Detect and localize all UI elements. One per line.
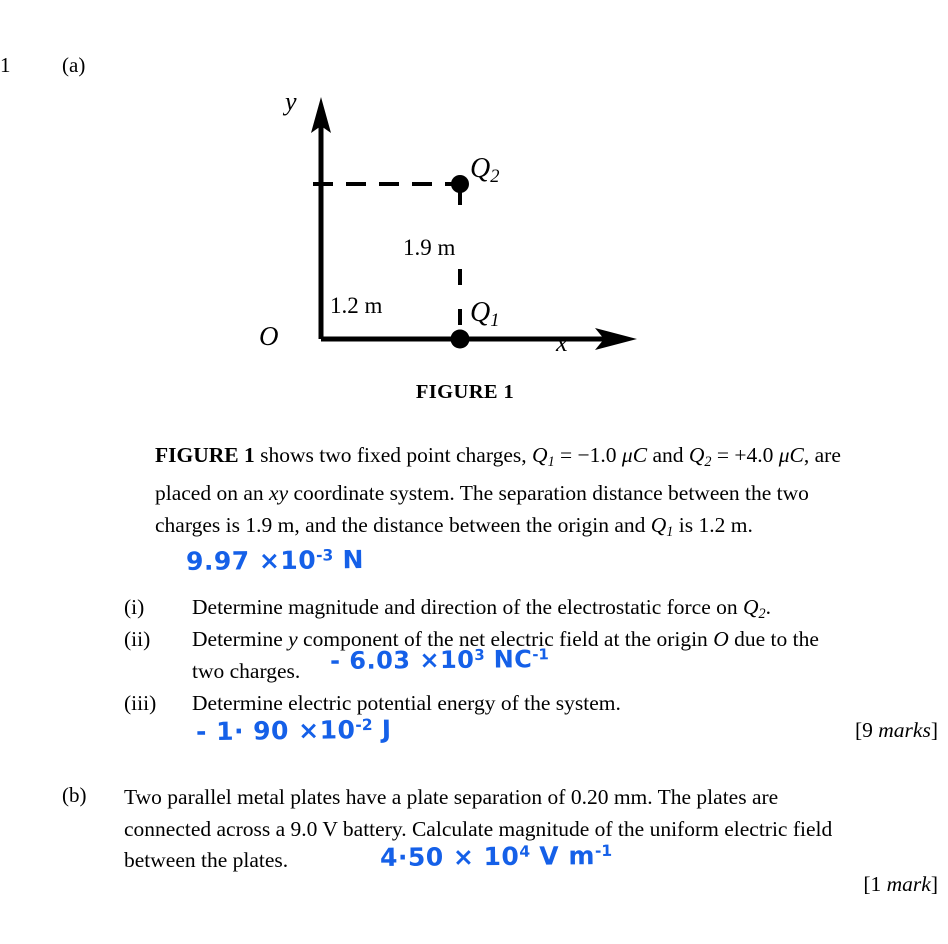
intro-text-2: are placed on an bbox=[155, 443, 841, 506]
charge-q1-symbol: Q bbox=[470, 297, 491, 328]
charge-q2-subscript: 2 bbox=[490, 166, 500, 187]
sub-item-i-subscript: 2 bbox=[758, 605, 766, 622]
handwritten-answer-iii: - 1· 90 ×10-2 J bbox=[196, 715, 392, 746]
part-b-paragraph: Two parallel metal plates have a plate s… bbox=[124, 785, 833, 872]
intro-text-4: is 1.2 m. bbox=[673, 512, 753, 537]
handwritten-answer-b: 4·50 × 104 V m-1 bbox=[380, 841, 612, 872]
intro-text-3: coordinate system. The separation distan… bbox=[155, 481, 809, 537]
horizontal-distance-label: 1.2 m bbox=[330, 293, 383, 318]
handwritten-answer-i-mantissa: 9.97 ×10 bbox=[185, 545, 317, 576]
marks-part-a-number: 9 bbox=[862, 718, 873, 742]
figure-1: y x O Q2 Q1 1.9 m 1.2 m FIGURE 1 bbox=[255, 85, 675, 405]
vertical-distance-label: 1.9 m bbox=[403, 235, 456, 260]
marks-part-b-number: 1 bbox=[870, 872, 882, 896]
sub-item-ii-italic-o: O bbox=[713, 627, 729, 651]
q2-symbol: Q bbox=[688, 443, 705, 467]
sub-item-i-text-1: Determine magnitude and direction of the… bbox=[192, 595, 744, 619]
label-backdrop bbox=[405, 225, 517, 269]
sub-item-numeral-ii: (ii) bbox=[124, 627, 151, 651]
marks-part-a-word: marks bbox=[878, 718, 931, 742]
q1-value: = −1.0 bbox=[554, 443, 622, 467]
handwritten-answer-i: 9.97 ×10-3 N bbox=[186, 545, 364, 576]
charge-q1-label: Q1 bbox=[470, 297, 499, 331]
marks-part-b-open: [ bbox=[863, 872, 871, 896]
marks-part-b-word: mark bbox=[886, 872, 931, 896]
handwritten-answer-ii-exponent: 3 bbox=[474, 645, 485, 664]
q1-symbol: Q bbox=[532, 443, 548, 467]
handwritten-answer-ii: - 6.03 ×103 NC-1 bbox=[330, 645, 549, 675]
sub-item-ii-italic-y: y bbox=[288, 627, 298, 651]
intro-comma: , bbox=[803, 443, 810, 467]
marks-part-a-close: ] bbox=[930, 718, 938, 742]
q1-reference: Q1 bbox=[650, 512, 674, 540]
x-axis-label: x bbox=[556, 328, 568, 357]
sub-item-i-text-2: . bbox=[765, 595, 772, 619]
sub-item-numeral-iii: (iii) bbox=[124, 691, 157, 715]
handwritten-answer-iii-mantissa: - 1· 90 ×10 bbox=[195, 715, 356, 747]
sub-item-iii-text-1: Determine electric potential energy of t… bbox=[192, 691, 621, 715]
figure-reference-bold: FIGURE 1 bbox=[155, 443, 255, 467]
handwritten-answer-b-unit-exponent: -1 bbox=[594, 841, 613, 861]
sub-item-ii-text-1: Determine bbox=[192, 627, 289, 651]
part-label-b: (b) bbox=[62, 783, 87, 807]
handwritten-answer-i-exponent: -3 bbox=[315, 546, 334, 565]
handwritten-answer-b-unit: V m bbox=[529, 841, 596, 871]
origin-label: O bbox=[259, 321, 279, 351]
marks-part-b: [1 mark] bbox=[640, 872, 938, 897]
question-number: 1 bbox=[0, 53, 11, 77]
intro-paragraph: FIGURE 1 shows two fixed point charges, … bbox=[155, 440, 855, 548]
handwritten-answer-ii-unit: NC bbox=[484, 645, 533, 674]
y-axis-label: y bbox=[285, 87, 297, 116]
y-axis-arrowhead bbox=[311, 97, 331, 133]
handwritten-answer-ii-mantissa: - 6.03 ×10 bbox=[329, 645, 475, 675]
q2-subscript: 2 bbox=[704, 453, 712, 470]
handwritten-answer-iii-exponent: -2 bbox=[355, 715, 373, 735]
handwritten-answer-i-unit: N bbox=[333, 545, 365, 575]
sub-item-ii-text-3: due to the two charges. bbox=[192, 627, 819, 683]
handwritten-answer-b-mantissa: 4·50 × 10 bbox=[379, 841, 520, 873]
sub-item-text-ii: Determine y component of the net electri… bbox=[192, 624, 852, 687]
intro-and: and bbox=[647, 443, 689, 467]
q1-subscript: 1 bbox=[547, 453, 555, 470]
handwritten-answer-iii-unit: J bbox=[372, 714, 392, 745]
q1-expression: Q1 = −1.0 μC bbox=[532, 443, 648, 470]
charge-q1-subscript: 1 bbox=[490, 310, 500, 331]
handwritten-answer-ii-unit-exponent: -1 bbox=[532, 645, 549, 664]
q1-unit: μC bbox=[621, 443, 648, 467]
sub-item-i-symbol: Q bbox=[743, 595, 759, 619]
figure-caption: FIGURE 1 bbox=[415, 381, 515, 403]
q1-subscript-2: 1 bbox=[666, 523, 674, 540]
charge-q2-label: Q2 bbox=[470, 153, 499, 187]
xy-italic: xy bbox=[269, 481, 289, 506]
x-axis-arrowhead bbox=[595, 328, 637, 350]
intro-text-1: shows two fixed point charges, bbox=[254, 443, 533, 467]
marks-part-a-open: [ bbox=[854, 718, 863, 742]
handwritten-answer-b-exponent: 4 bbox=[519, 842, 531, 861]
sub-item-text-iii: Determine electric potential energy of t… bbox=[192, 688, 892, 720]
q1-symbol-2: Q bbox=[650, 512, 667, 537]
charge-q2-dot bbox=[451, 175, 469, 193]
q2-value: = +4.0 bbox=[711, 443, 779, 467]
sub-item-i-symbol-group: Q2. bbox=[743, 595, 772, 622]
q2-expression: Q2 = +4.0 μC, bbox=[688, 443, 810, 470]
sub-item-ii-text-2: component of the net electric field at t… bbox=[297, 627, 714, 651]
part-label-a: (a) bbox=[62, 53, 86, 77]
marks-part-a: [9 marks] bbox=[640, 718, 938, 743]
sub-item-numeral-i: (i) bbox=[124, 595, 145, 619]
figure-1-diagram bbox=[311, 97, 637, 350]
q2-unit: μC bbox=[778, 443, 804, 467]
sub-item-text-i: Determine magnitude and direction of the… bbox=[192, 592, 892, 630]
charge-q1-dot bbox=[450, 329, 470, 349]
marks-part-b-close: ] bbox=[930, 872, 938, 896]
charge-q2-symbol: Q bbox=[470, 153, 491, 184]
